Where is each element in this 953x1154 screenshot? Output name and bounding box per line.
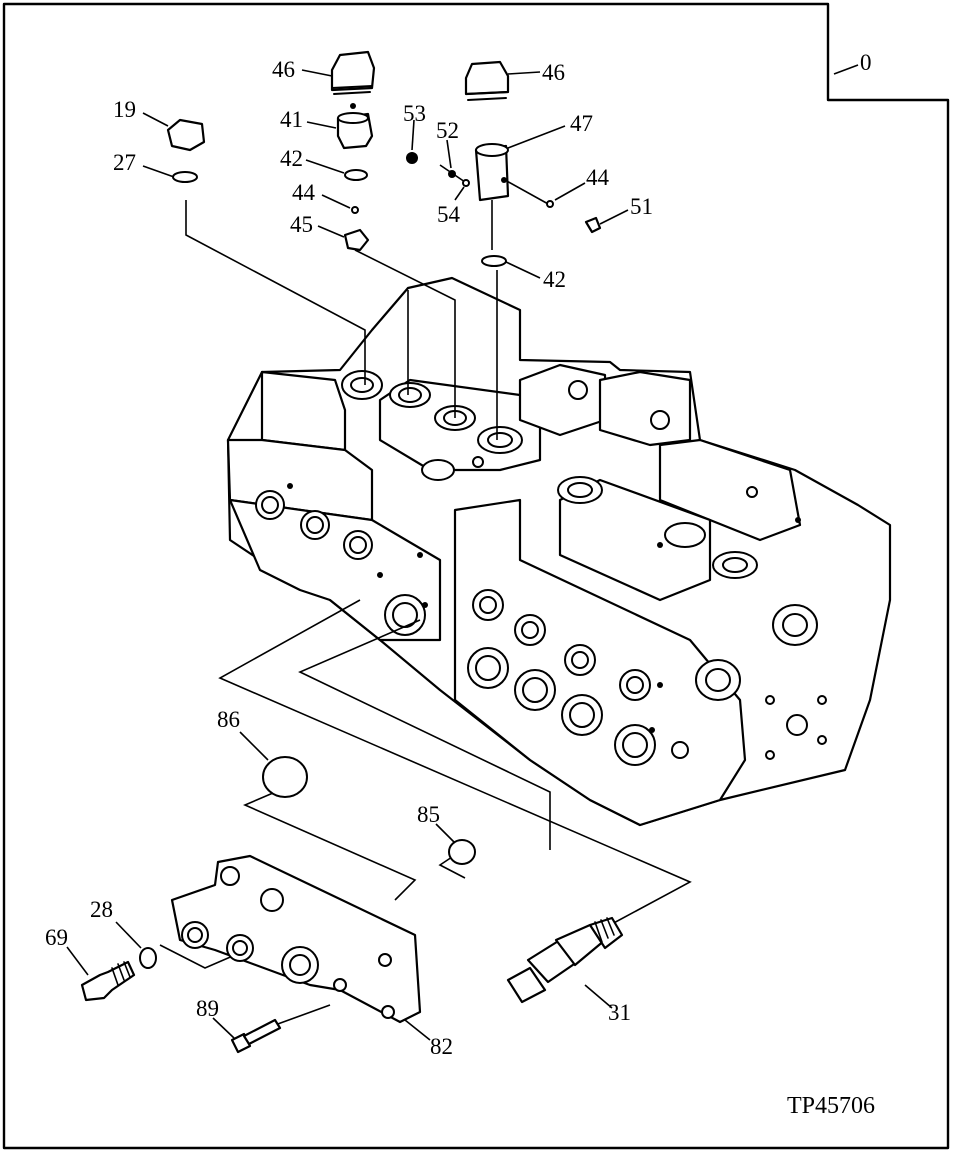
callout-44-right: 44 [586,165,610,190]
callout-86: 86 [217,707,240,732]
control-valve-body [226,276,892,827]
o-ring-28 [139,947,157,969]
callout-27: 27 [113,150,136,175]
callout-45: 45 [290,212,313,237]
callout-labels: 46 46 41 42 44 45 19 27 53 52 47 44 54 5… [45,57,653,1059]
callout-46-left: 46 [272,57,295,82]
callout-52: 52 [436,118,459,143]
ball-44-right [546,200,554,208]
callout-54: 54 [437,202,461,227]
o-ring-42-right [481,255,507,267]
callout-28: 28 [90,897,113,922]
plug-19 [166,118,206,152]
callout-41: 41 [280,107,303,132]
relief-plug-69 [80,960,136,1002]
o-ring-42-left [344,169,368,181]
callout-53: 53 [403,101,426,126]
ball-44-left [351,206,359,214]
screw-51 [584,216,602,234]
ball-52 [448,170,456,178]
sheet-index-label: 0 [860,50,872,75]
manifold-82 [170,854,422,1024]
valve-41 [336,103,374,150]
callout-31: 31 [608,1000,631,1025]
bolt-89 [230,1018,282,1054]
valve-cartridge-31 [506,916,624,1004]
callout-19: 19 [113,97,136,122]
valve-47 [474,143,510,202]
seal-86 [262,756,308,798]
callout-69: 69 [45,925,68,950]
callout-82: 82 [430,1034,453,1059]
ball-54 [462,179,470,187]
callout-42-left: 42 [280,146,303,171]
callout-89: 89 [196,996,219,1021]
callout-51: 51 [630,194,653,219]
drawing-code: TP45706 [787,1093,875,1119]
callout-44-left: 44 [292,180,316,205]
callout-85: 85 [417,802,440,827]
seal-85 [448,839,476,865]
assembly-lines [159,164,692,1026]
nut-45 [343,228,370,252]
o-ring-27 [172,171,198,183]
callout-47: 47 [570,111,593,136]
plug-46-right [464,60,510,101]
leader-lines [66,69,629,1041]
ball-53 [406,152,418,164]
callout-42-right: 42 [543,267,566,292]
plug-46-left [330,50,376,95]
callout-46-right: 46 [542,60,565,85]
